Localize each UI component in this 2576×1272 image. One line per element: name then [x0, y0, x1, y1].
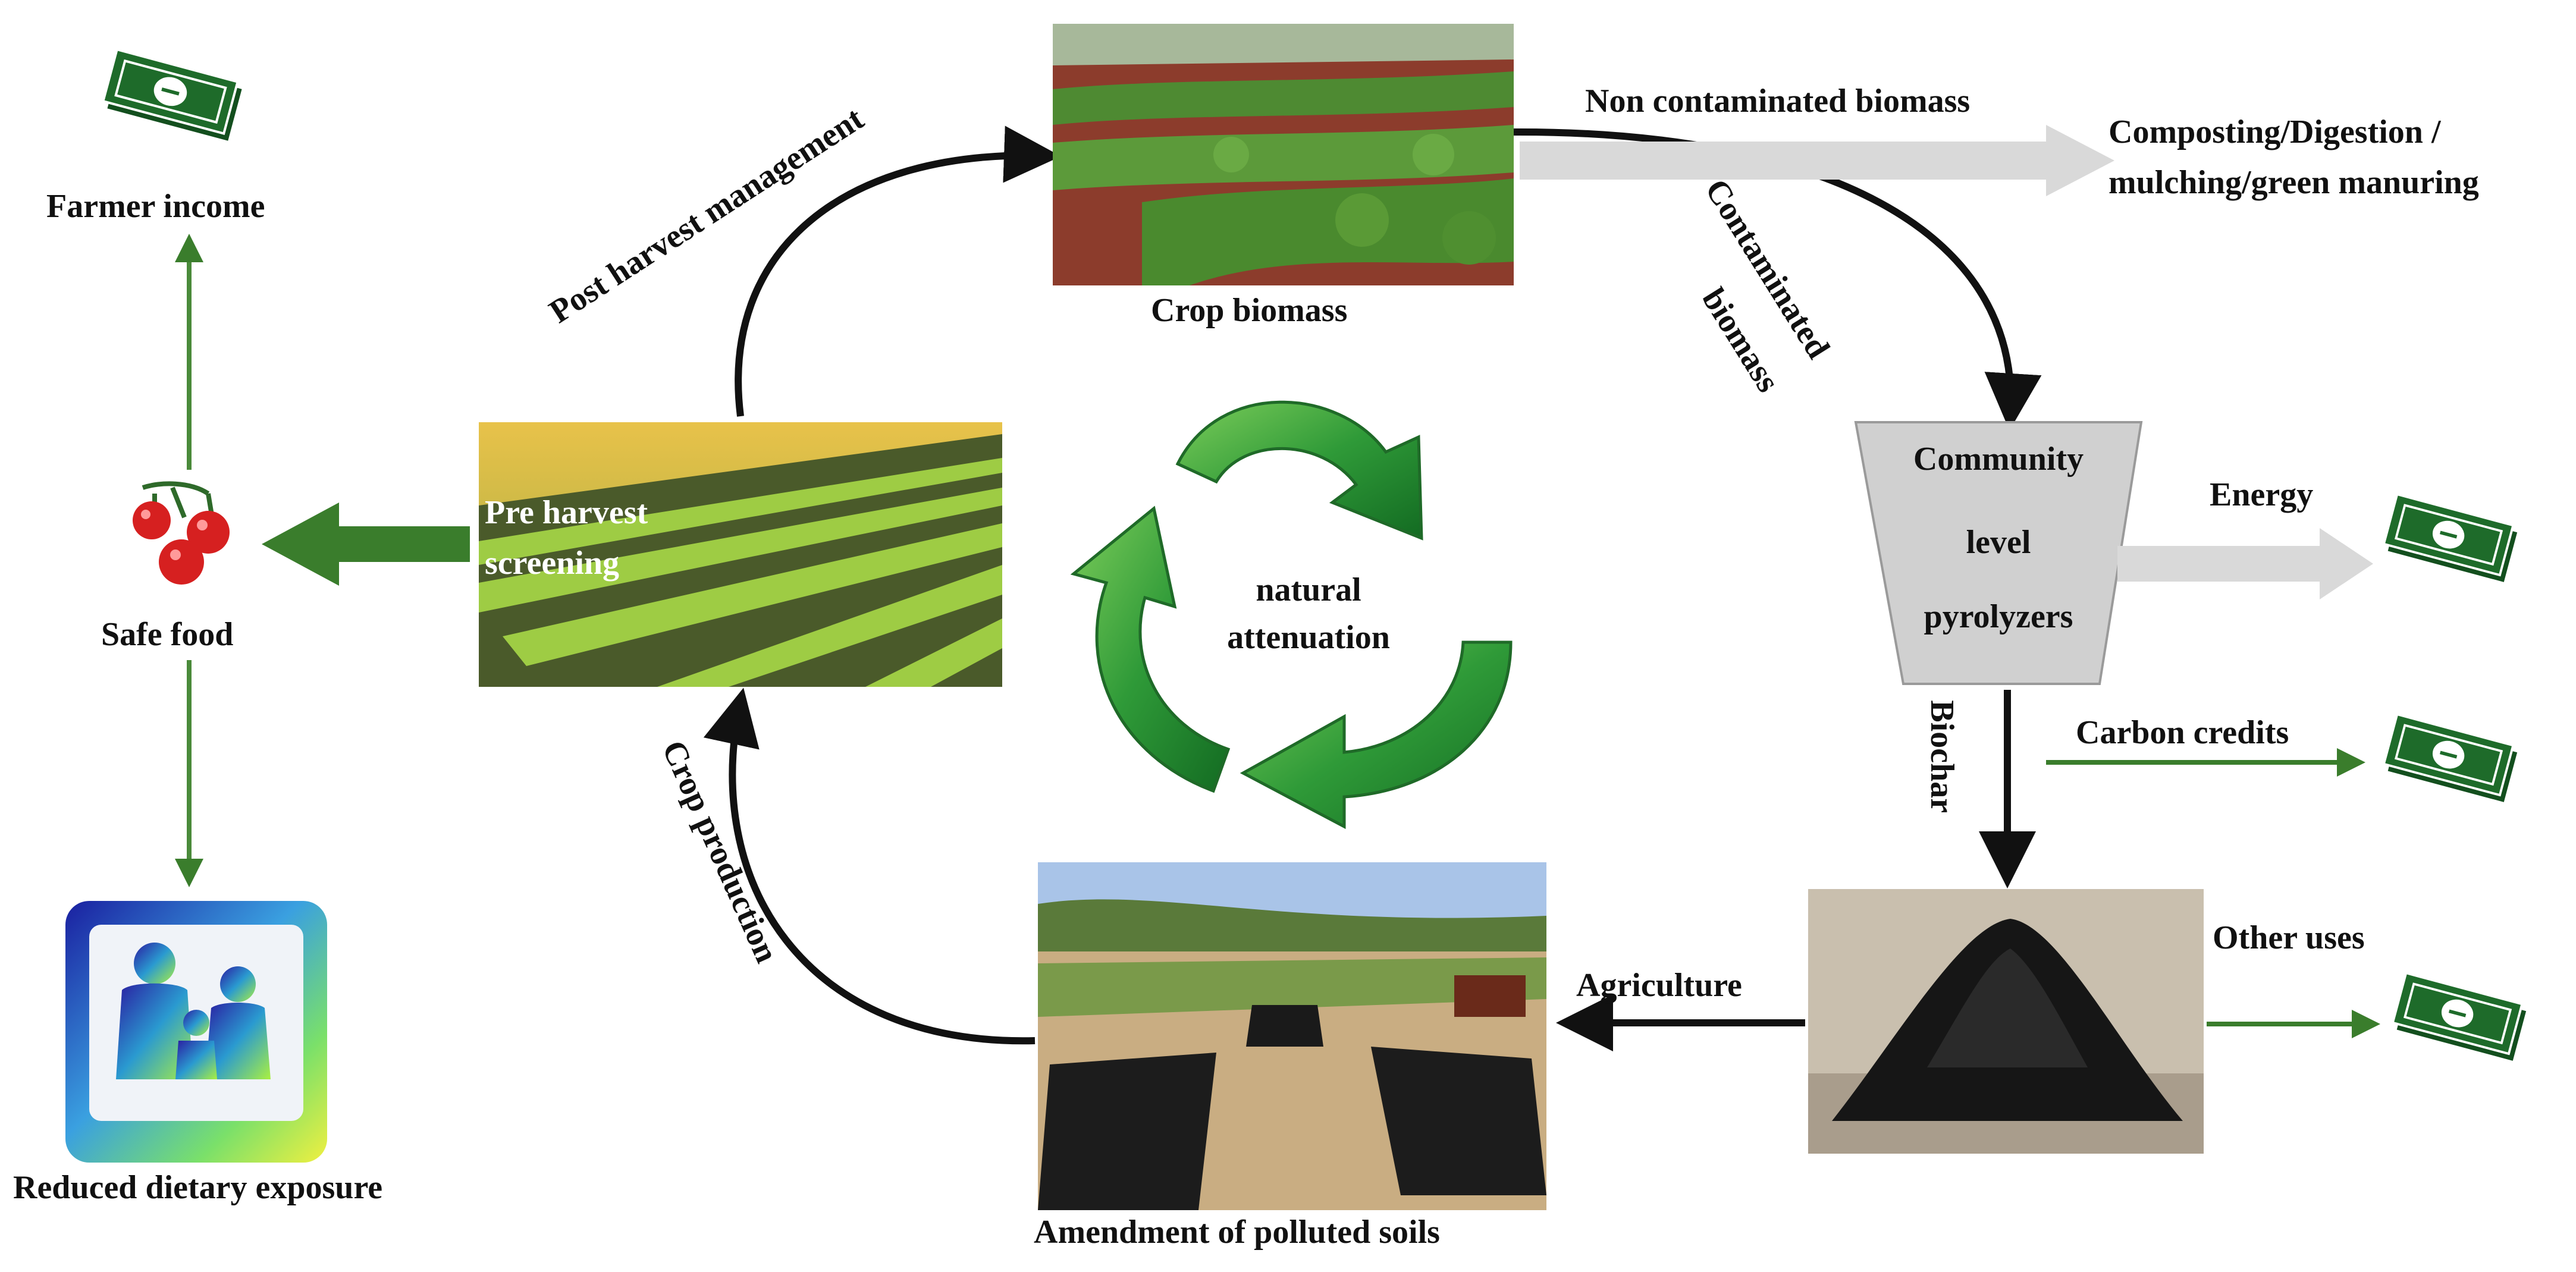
pyrolyzer-label-line2: level [1966, 524, 2031, 561]
post-harvest-arrow [735, 125, 1061, 417]
energy-label: Energy [2210, 476, 2314, 513]
amendment-photo [1038, 862, 1546, 1210]
natural-attenuation-line1: natural [1256, 571, 1361, 608]
agriculture-label: Agriculture [1576, 967, 1742, 1004]
biochar-photo [1808, 889, 2204, 1154]
composting-label-line1: Composting/Digestion / [2109, 114, 2441, 150]
crop-biomass-photo [1053, 24, 1514, 285]
safe-food-label: Safe food [101, 616, 234, 653]
non-contaminated-arrow [1520, 125, 2114, 196]
money-bill-icon [2376, 711, 2525, 806]
pyrolyzer-label-line3: pyrolyzers [1924, 598, 2073, 635]
recycle-arrows-icon [1070, 400, 1513, 830]
natural-attenuation-line2: attenuation [1227, 619, 1390, 656]
pre-harvest-photo [479, 422, 1002, 687]
pre-harvest-label-line1: Pre harvest [485, 494, 648, 531]
family-icon [65, 901, 327, 1163]
contaminated-biomass-arrow [1513, 128, 2042, 431]
safe-food-arrow [262, 502, 470, 586]
biochar-label: Biochar [1924, 700, 1961, 814]
money-bill-icon [2376, 491, 2525, 586]
farmer-income-label: Farmer income [46, 188, 265, 225]
crop-biomass-label: Crop biomass [1151, 292, 1348, 329]
energy-arrow [2117, 528, 2373, 599]
non-contaminated-label: Non contaminated biomass [1585, 83, 1971, 120]
money-bill-icon [95, 48, 250, 143]
pre-harvest-label-line2: screening [485, 545, 620, 582]
reduced-exposure-label: Reduced dietary exposure [13, 1169, 383, 1206]
money-bill-icon [2385, 969, 2534, 1064]
pyrolyzer-label-line1: Community [1913, 441, 2084, 478]
composting-label-line2: mulching/green manuring [2109, 164, 2479, 201]
crop-production-arrow [703, 687, 1036, 1045]
amendment-label: Amendment of polluted soils [1034, 1214, 1440, 1251]
pyrolyzer-funnel [1854, 421, 2143, 685]
tomato-icon [119, 464, 256, 601]
other-uses-label: Other uses [2213, 919, 2365, 956]
carbon-credits-label: Carbon credits [2076, 714, 2289, 751]
